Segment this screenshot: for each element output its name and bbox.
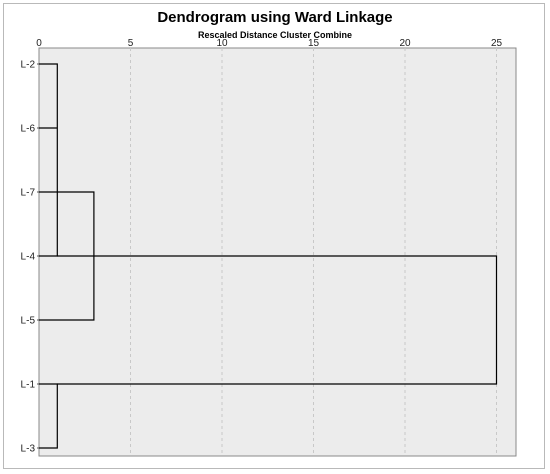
x-tick-label-0: 0 (36, 38, 42, 49)
leaf-labels: L-2L-6L-7L-4L-5L-1L-3 (21, 60, 39, 455)
leaf-label-L-4: L-4 (21, 252, 36, 263)
leaf-label-L-1: L-1 (21, 380, 36, 391)
link-L2-L4 (39, 63, 58, 257)
dendrogram-links (39, 63, 498, 449)
leaf-label-L-6: L-6 (21, 124, 36, 135)
leaf-label-L-2: L-2 (21, 60, 36, 71)
leaf-label-L-3: L-3 (21, 444, 36, 455)
link-final-merge (57, 255, 498, 385)
grid-lines (130, 48, 497, 456)
chart-title: Dendrogram using Ward Linkage (157, 9, 393, 26)
link-L1-L3 (39, 383, 58, 449)
x-tick-label-25: 25 (491, 38, 503, 49)
x-tick-label-15: 15 (308, 38, 320, 49)
x-axis-ticks: 0 5 10 15 20 25 (36, 38, 502, 49)
x-tick-label-20: 20 (399, 38, 411, 49)
x-tick-label-5: 5 (128, 38, 134, 49)
chart-subtitle: Rescaled Distance Cluster Combine (197, 30, 353, 40)
leaf-label-L-7: L-7 (21, 188, 36, 199)
plot-area (38, 47, 517, 457)
leaf-label-L-5: L-5 (21, 316, 36, 327)
x-tick-label-10: 10 (216, 38, 228, 49)
